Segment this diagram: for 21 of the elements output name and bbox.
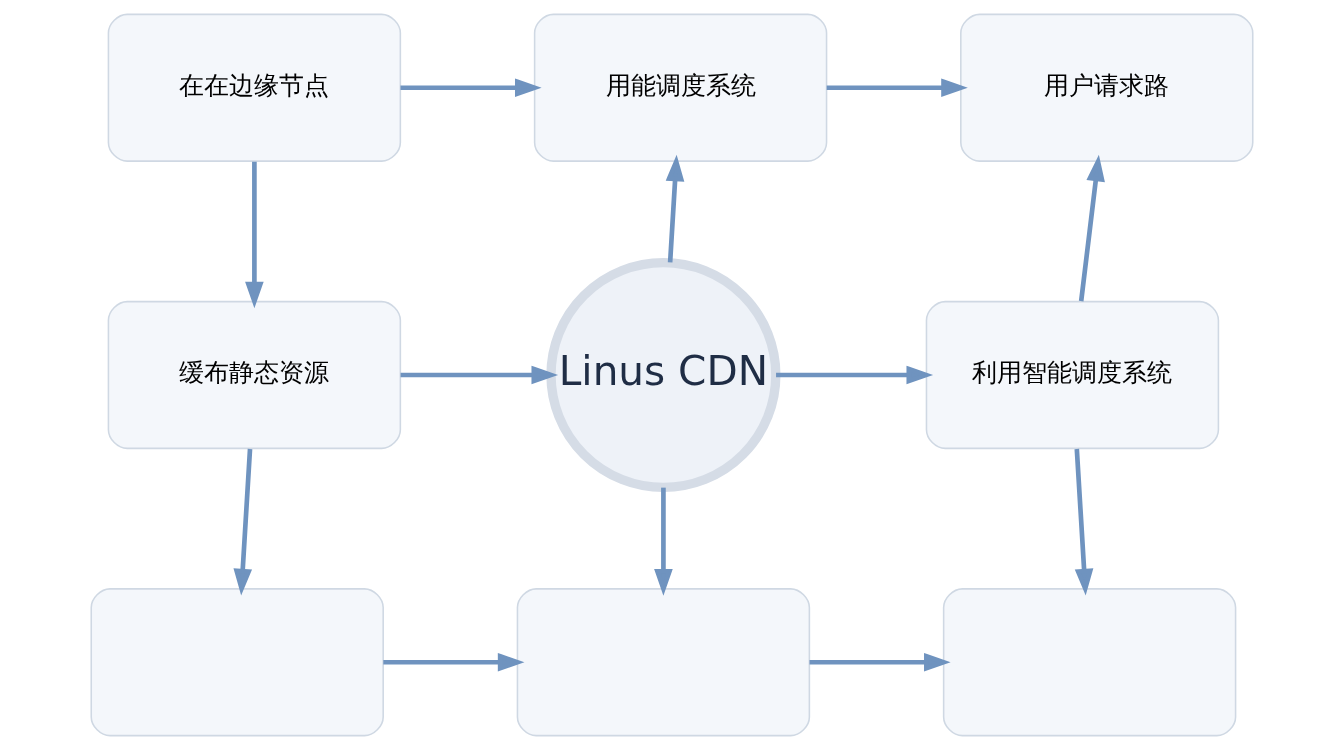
node-box: 利用智能调度系统: [925, 300, 1220, 450]
arrow: [400, 365, 559, 385]
node-circle: Linus CDN: [546, 257, 781, 493]
node-box: [942, 588, 1237, 737]
node-box: 用户请求路: [960, 13, 1254, 162]
arrow: [776, 365, 934, 385]
arrow: [1074, 448, 1094, 596]
node-box: 用能调度系统: [533, 13, 828, 162]
node-box: [516, 588, 811, 737]
node-box: [90, 588, 384, 737]
arrow: [654, 487, 673, 596]
arrow: [400, 78, 542, 98]
arrow: [826, 78, 968, 98]
node-box: 缓布静态资源: [107, 300, 402, 450]
arrow: [665, 154, 685, 263]
arrow: [245, 161, 264, 309]
arrow: [809, 652, 951, 672]
arrow: [1078, 154, 1105, 302]
node-box: 在在边缘节点: [107, 13, 402, 162]
arrow: [383, 652, 525, 672]
arrow: [233, 448, 253, 596]
